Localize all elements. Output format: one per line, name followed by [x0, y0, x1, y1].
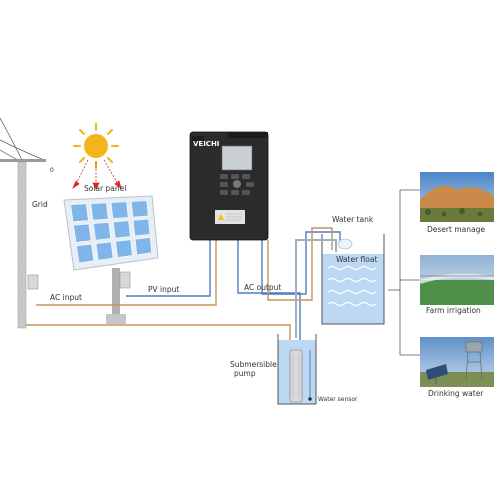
grid-switch-box: [27, 274, 39, 290]
application-bracket: [388, 189, 420, 356]
solar-cell: [113, 220, 131, 239]
solar-cell: [133, 218, 151, 237]
water-float-label: Water float: [336, 255, 377, 264]
solar-cell: [93, 222, 111, 241]
water-sensor-label: Water sensor: [318, 396, 358, 403]
application-label-irrigation: Farm irrigation: [426, 306, 481, 315]
solar-cell: [76, 243, 94, 264]
power-lines: [0, 117, 45, 161]
panel-junction-box: [119, 271, 131, 289]
application-drinking: [420, 337, 494, 387]
application-irrigation: [419, 255, 495, 305]
pump-label-1: Submersible: [230, 360, 277, 369]
water-waves: [327, 265, 377, 307]
water-pipe: [295, 239, 337, 338]
solar-cell: [95, 241, 114, 261]
ac-output-label: AC output: [244, 283, 281, 292]
grid-mark: 0: [50, 167, 54, 174]
solar-cell: [115, 239, 133, 258]
application-label-desert: Desert manage: [427, 225, 485, 234]
inverter-display: [221, 145, 253, 171]
solar-cell: [70, 203, 89, 222]
sun-ray-arrows: [72, 159, 122, 190]
inverter-keypad: [220, 174, 254, 195]
well: [277, 334, 317, 405]
ac-input-label: AC input: [50, 293, 82, 302]
panel-base: [106, 314, 126, 324]
application-desert: [420, 172, 494, 222]
submersible-pump: [289, 349, 303, 403]
solar-cell: [110, 201, 129, 219]
water-tank-label: Water tank: [332, 215, 374, 224]
solar-panel-label: Solar panel: [84, 184, 126, 193]
panel-post: [112, 268, 120, 314]
solar-panel: [63, 195, 159, 324]
solar-cell: [90, 202, 109, 221]
grid-pole: [0, 159, 46, 329]
solar-cell: [135, 237, 152, 256]
application-label-drinking: Drinking water: [428, 389, 484, 398]
solar-cell: [73, 223, 92, 243]
water-sensor: [308, 397, 312, 401]
inverter: VEICHI: [189, 131, 269, 241]
pv-input-label: PV input: [148, 285, 179, 294]
wires: [26, 227, 341, 350]
sun-icon: [73, 123, 119, 169]
pump-label-2: pump: [234, 369, 256, 378]
water-tank: [321, 234, 385, 325]
solar-cell: [131, 200, 149, 218]
water-float: [337, 238, 353, 250]
grid-label: Grid: [32, 200, 48, 209]
inverter-brand: VEICHI: [193, 140, 219, 148]
